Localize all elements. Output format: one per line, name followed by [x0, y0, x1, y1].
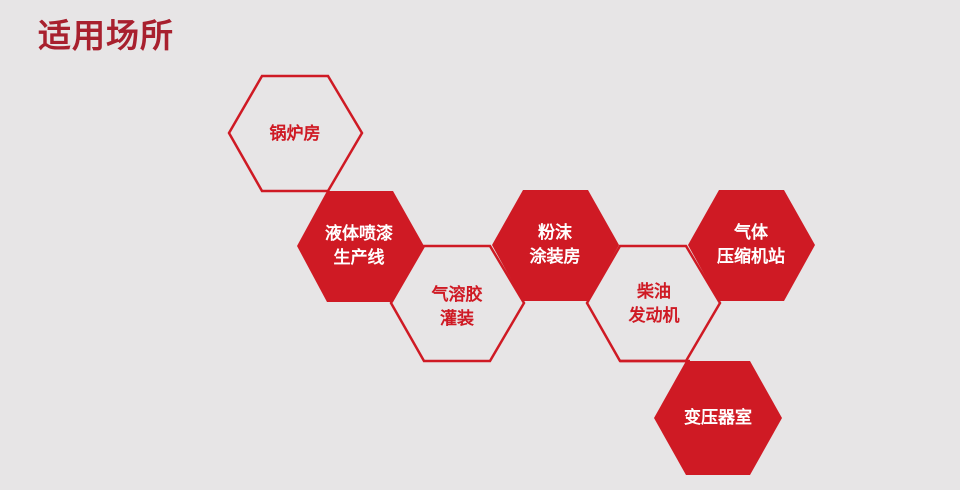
hex-liquid-spray-paint-line: [297, 191, 424, 302]
page-title: 适用场所: [38, 16, 174, 55]
label-transformer-room: 变压器室: [684, 406, 752, 430]
hex-powder-coating-room: [492, 190, 619, 301]
label-line: 锅炉房: [269, 124, 321, 144]
label-powder-coating-room: 粉沫 涂装房: [530, 221, 581, 269]
label-diesel-engine: 柴油 发动机: [629, 280, 680, 328]
label-liquid-spray-paint-line: 液体喷漆 生产线: [325, 222, 393, 270]
label-line: 气体: [734, 223, 768, 243]
label-line: 生产线: [333, 248, 385, 268]
label-line: 变压器室: [684, 408, 752, 428]
hex-aerosol-filling: [389, 244, 526, 363]
label-line: 压缩机站: [717, 247, 785, 267]
label-line: 液体喷漆: [325, 224, 393, 244]
label-line: 发动机: [628, 306, 680, 326]
label-line: 涂装房: [529, 247, 581, 267]
label-gas-compressor-station: 气体 压缩机站: [717, 221, 785, 269]
label-line: 粉沫: [538, 223, 572, 243]
label-line: 气溶胶: [431, 285, 483, 305]
hex-transformer-room: [654, 361, 782, 475]
label-line: 柴油: [637, 282, 671, 302]
label-line: 灌装: [440, 309, 474, 329]
label-boiler-room: 锅炉房: [270, 122, 321, 146]
label-aerosol-filling: 气溶胶 灌装: [432, 283, 483, 331]
hex-gas-compressor-station: [688, 190, 815, 301]
